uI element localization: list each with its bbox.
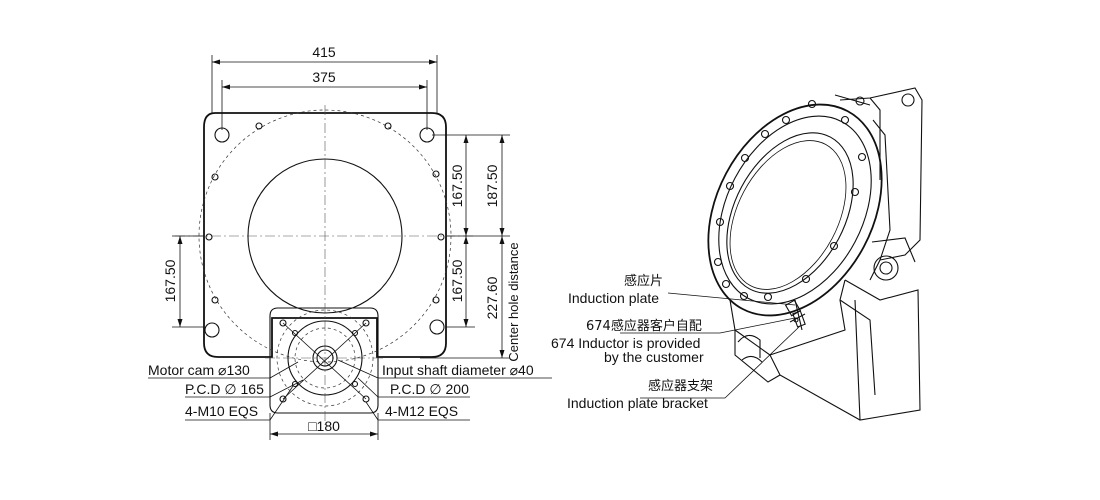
callout-pcd-165: P.C.D ∅ 165 <box>185 381 264 397</box>
dim-227-60: 227.60 <box>484 276 500 319</box>
bolt-hole <box>384 122 392 130</box>
bolt-hole <box>211 296 219 304</box>
corner-hole <box>429 319 445 335</box>
dim-375: 375 <box>312 69 336 85</box>
label-bracket-en: Induction plate bracket <box>567 395 708 411</box>
motor-flange <box>269 307 379 414</box>
dim-187-50: 187.50 <box>484 164 500 207</box>
sensor-bracket <box>784 299 806 331</box>
dim-square-180: □180 <box>308 418 340 434</box>
m10-hole <box>351 329 359 337</box>
dim-167-50-left: 167.50 <box>162 259 178 302</box>
motor-pcd-165 <box>294 327 356 389</box>
bolt-hole <box>437 233 445 241</box>
ring-holes <box>713 99 867 302</box>
m12-hole <box>279 319 287 327</box>
callout-motor-cam: Motor cam ⌀130 <box>148 362 250 378</box>
m12-hole <box>362 319 370 327</box>
corner-hole <box>419 127 435 143</box>
main-ring-outer <box>707 103 883 317</box>
input-shaft-inner <box>316 349 334 367</box>
bolt-hole <box>255 122 263 130</box>
motor-pcd-200 <box>276 309 374 407</box>
main-ring-bore-inner <box>729 140 847 290</box>
bolt-hole <box>211 173 219 181</box>
bolt-hole <box>432 296 440 304</box>
dim-167-50-lower: 167.50 <box>449 259 465 302</box>
main-bore <box>247 158 403 314</box>
callout-pcd-200: P.C.D ∅ 200 <box>390 381 469 397</box>
callout-m12: 4-M12 EQS <box>385 403 458 419</box>
label-induction-plate-en: Induction plate <box>568 290 659 306</box>
motor-cam <box>287 320 363 396</box>
corner-hole <box>214 127 230 143</box>
dim-415: 415 <box>312 44 336 60</box>
front-view: 415 375 167.50 187.50 167.50 227.60 Cent… <box>148 44 552 440</box>
m12-hole <box>279 395 287 403</box>
main-ring-bore <box>726 132 854 294</box>
m10-hole <box>291 380 299 388</box>
dim-167-50-upper: 167.50 <box>449 164 465 207</box>
label-bracket-cn: 感应器支架 <box>648 378 713 394</box>
housing-body <box>834 94 891 281</box>
side-boss <box>873 255 899 281</box>
callout-m10: 4-M10 EQS <box>185 403 258 419</box>
dim-center-hole-label: Center hole distance <box>506 242 521 361</box>
input-shaft-outer <box>312 345 338 371</box>
housing-outline <box>203 112 447 358</box>
bolt-hole <box>205 233 213 241</box>
label-induction-plate-cn: 感应片 <box>624 273 663 289</box>
isometric-view: 感应片 Induction plate 674感应器客户自配 674 Induc… <box>551 87 923 421</box>
bolt-hole <box>432 170 440 178</box>
label-inductor-en-2: by the customer <box>604 349 704 365</box>
label-inductor-cn: 674感应器客户自配 <box>586 318 702 334</box>
corner-hole <box>204 322 220 338</box>
m10-hole <box>291 329 299 337</box>
label-inductor-en-1: 674 Inductor is provided <box>551 335 700 351</box>
callout-input-shaft: Input shaft diameter ⌀40 <box>382 362 534 378</box>
m10-hole <box>351 380 359 388</box>
